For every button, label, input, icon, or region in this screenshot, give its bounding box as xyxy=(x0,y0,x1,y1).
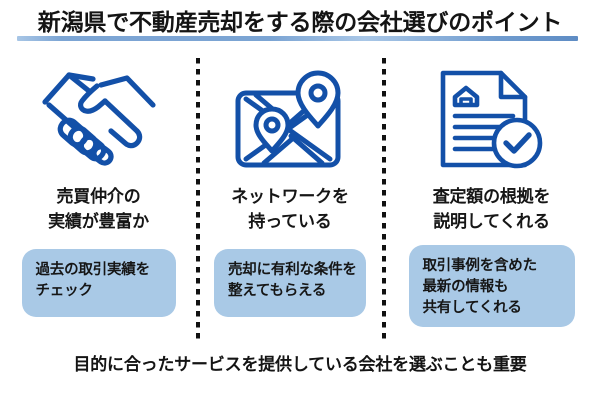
document-house-check-icon xyxy=(439,59,545,179)
note-line: 最新の情報も xyxy=(422,279,509,295)
point-column-2: ネットワークを 持っている 売却に有利な条件を 整えてもらえる xyxy=(197,55,383,347)
point-column-2-heading: ネットワークを 持っている xyxy=(231,185,349,235)
point-column-3: 査定額の根拠を 説明してくれる 取引事例を含めた 最新の情報も 共有してくれる xyxy=(383,55,600,347)
note-line: 共有してくれる xyxy=(422,300,522,316)
point-column-1-heading: 売買仲介の 実績が豊富か xyxy=(48,185,149,235)
heading-line: ネットワークを xyxy=(231,187,349,207)
note-line: 過去の取引実績を xyxy=(35,262,151,278)
columns-container: 売買仲介の 実績が豊富か 過去の取引実績を チェック xyxy=(0,55,600,347)
heading-line: 査定額の根拠を xyxy=(432,187,551,207)
point-column-2-note-box: 売却に有利な条件を 整えてもらえる xyxy=(214,249,366,317)
point-column-1: 売買仲介の 実績が豊富か 過去の取引実績を チェック xyxy=(0,55,197,347)
page-title: 新潟県で不動産売却をする際の会社選びのポイント xyxy=(0,8,600,38)
map-with-pins-icon xyxy=(234,59,346,179)
title-underline-bar xyxy=(17,36,578,41)
point-column-3-heading: 査定額の根拠を 説明してくれる xyxy=(433,185,551,235)
heading-line: 売買仲介の xyxy=(56,187,141,207)
footer-note-text: 目的に合ったサービスを提供している会社を選ぶことも重要 xyxy=(73,355,527,375)
dotted-divider-left xyxy=(196,58,200,343)
handshake-icon xyxy=(41,59,157,179)
note-line: 整えてもらえる xyxy=(228,283,327,299)
note-line: チェック xyxy=(35,283,93,299)
note-line: 売却に有利な条件を xyxy=(228,262,357,278)
point-column-1-note-box: 過去の取引実績を チェック xyxy=(21,249,176,317)
footer-note: 目的に合ったサービスを提供している会社を選ぶことも重要 xyxy=(0,352,600,378)
dotted-divider-right xyxy=(382,58,386,343)
heading-line: 説明してくれる xyxy=(433,212,550,232)
page-title-text: 新潟県で不動産売却をする際の会社選びのポイント xyxy=(37,10,563,36)
note-line: 取引事例を含めた xyxy=(422,258,538,274)
point-column-3-note-box: 取引事例を含めた 最新の情報も 共有してくれる xyxy=(408,245,575,327)
heading-line: 持っている xyxy=(248,212,332,232)
heading-line: 実績が豊富か xyxy=(48,212,149,232)
